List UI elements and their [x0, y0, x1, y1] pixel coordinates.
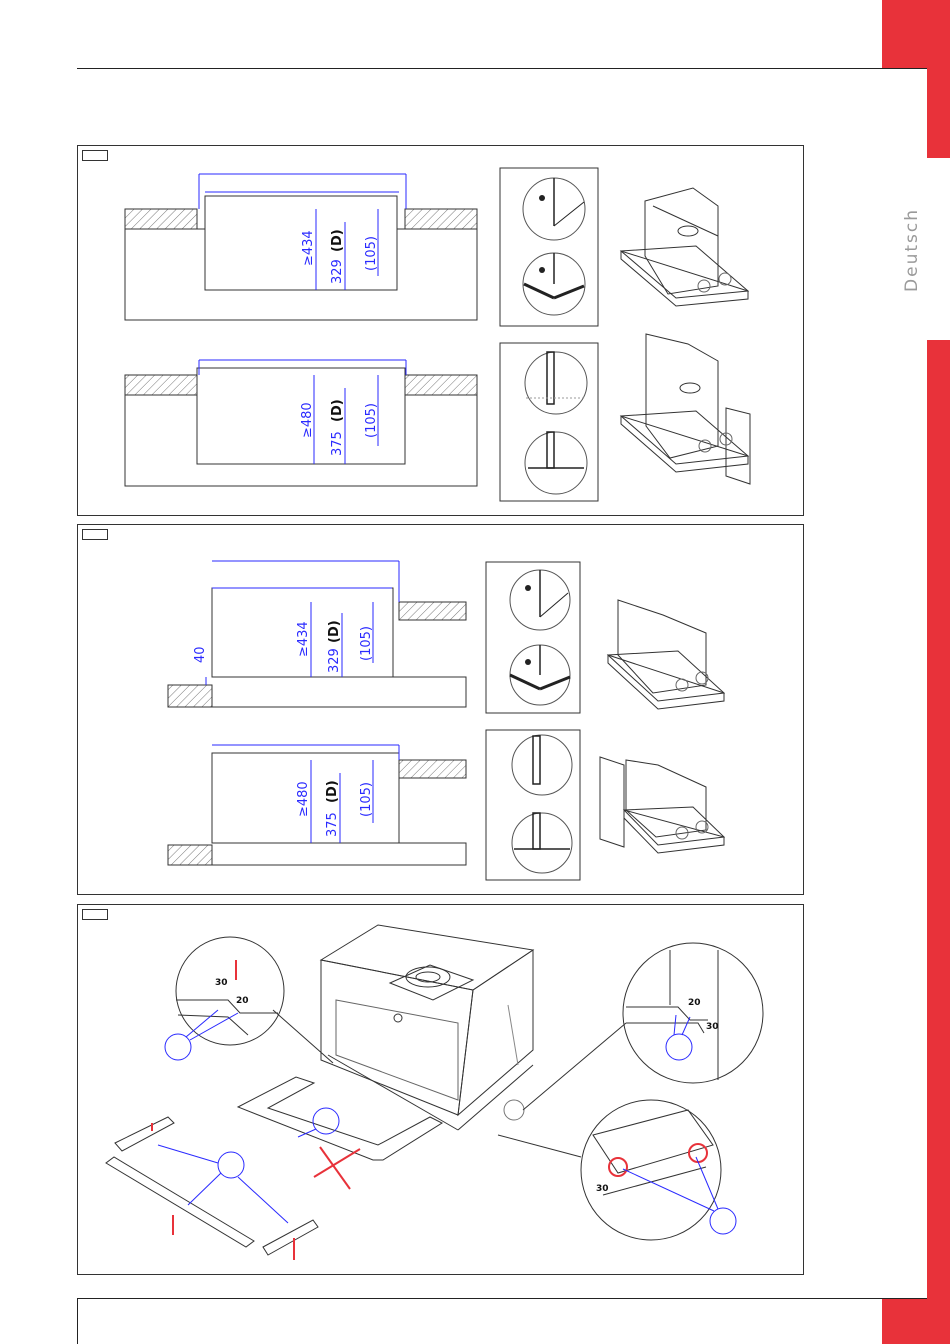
- footer-left-edge: [77, 1298, 78, 1344]
- panel-1-drawing: ≥434 329 (D) (105) ≥480 375 (D) (105): [78, 146, 803, 515]
- clearance-30: 30: [215, 978, 228, 988]
- detail-box-b: [500, 343, 598, 501]
- corner-section-b: ≥480 375 (D) (105): [168, 745, 466, 865]
- dim-offset: (105): [359, 782, 374, 817]
- detail-circle-bottom: 30: [498, 1100, 736, 1240]
- header-rule: [77, 68, 927, 69]
- dim-depth-letter: (D): [330, 399, 345, 422]
- dim-depth-letter: (D): [327, 620, 342, 643]
- footer-rule: [77, 1298, 927, 1299]
- dim-floor-gap: 40: [193, 646, 208, 663]
- stove-sketch-c: [608, 600, 724, 709]
- dim-min-depth: ≥434: [296, 621, 311, 657]
- clearance-20: 20: [236, 996, 249, 1006]
- top-accent-bar: [882, 0, 950, 68]
- dim-min-depth: ≥434: [301, 230, 316, 266]
- dim-offset: (105): [359, 626, 374, 661]
- clearance-30: 30: [596, 1184, 609, 1194]
- dim-depth: 375: [330, 431, 345, 456]
- panel-2-corner-installation: 40 ≥434 329 (D) (105) ≥480 375 (D) (105): [77, 524, 804, 895]
- detail-box-a: [500, 168, 598, 326]
- stove-sketch-a: [621, 188, 748, 306]
- bottom-accent-bar: [882, 1298, 927, 1344]
- language-label: Deutsch: [902, 208, 922, 292]
- dim-depth: 329: [330, 259, 345, 284]
- dim-depth-letter: (D): [325, 780, 340, 803]
- stove-sketch-b: [621, 334, 750, 484]
- bottom-rails: [106, 1117, 318, 1260]
- detail-circle-right: 20 30: [523, 943, 763, 1110]
- dim-depth: 329: [327, 648, 342, 673]
- panel-2-drawing: 40 ≥434 329 (D) (105) ≥480 375 (D) (105): [78, 525, 803, 894]
- niche-section-b: ≥480 375 (D) (105): [125, 360, 477, 486]
- stove-body: [321, 925, 533, 1130]
- panel-3-drawing: 30 20 20 30 3: [78, 905, 803, 1274]
- detail-box-c: [486, 562, 580, 713]
- corner-section-a: 40 ≥434 329 (D) (105): [168, 561, 466, 707]
- side-accent-bar-top: [927, 68, 950, 158]
- dim-offset: (105): [364, 403, 379, 438]
- clearance-30: 30: [706, 1022, 719, 1032]
- dim-min-depth: ≥480: [296, 781, 311, 817]
- side-accent-bar-long: [927, 340, 950, 1344]
- dim-depth: 375: [325, 812, 340, 837]
- dim-min-depth: ≥480: [300, 402, 315, 438]
- panel-1-niche-installation: ≥434 329 (D) (105) ≥480 375 (D) (105): [77, 145, 804, 516]
- detail-circle-left: 30 20: [165, 937, 333, 1063]
- dim-offset: (105): [364, 236, 379, 271]
- niche-section-a: ≥434 329 (D) (105): [125, 174, 477, 320]
- dim-depth-letter: (D): [330, 229, 345, 252]
- panel-3-frame-assembly: 30 20 20 30 3: [77, 904, 804, 1275]
- stove-sketch-d: [600, 757, 724, 853]
- removed-frame-part: [238, 1077, 442, 1189]
- clearance-20: 20: [688, 998, 701, 1008]
- detail-box-d: [486, 730, 580, 880]
